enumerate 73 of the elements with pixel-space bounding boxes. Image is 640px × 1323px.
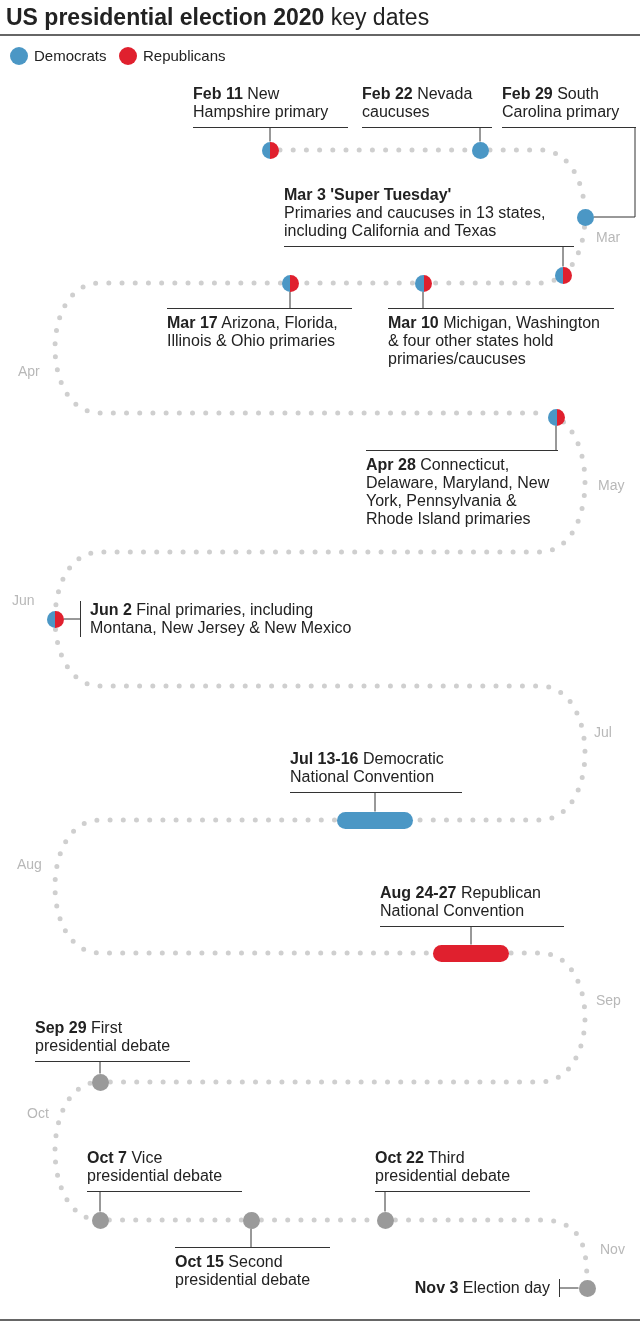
event-marker xyxy=(261,141,279,159)
event-callout xyxy=(362,85,492,128)
event-callout xyxy=(284,186,574,247)
event-marker xyxy=(554,266,572,284)
event-marker xyxy=(281,274,299,292)
event-callout xyxy=(193,85,348,128)
month-label: Sep xyxy=(596,992,621,1008)
event-marker xyxy=(242,1211,260,1229)
event-marker xyxy=(91,1211,109,1229)
leader-line xyxy=(593,127,636,218)
event-text: Aug 24-27 Republican National Convention xyxy=(380,884,542,920)
leader-line xyxy=(374,792,376,812)
event-text: Feb 22 Nevada caucuses xyxy=(362,85,474,121)
event-callout xyxy=(388,308,614,368)
month-label: Oct xyxy=(27,1105,49,1121)
event-callout xyxy=(175,1247,330,1289)
event-text: Jul 13-16 Democratic National Convention xyxy=(290,750,445,786)
event-text: Oct 22 Third presidential debate xyxy=(375,1149,512,1185)
event-marker xyxy=(376,1211,394,1229)
month-label: Jul xyxy=(594,724,612,740)
leader-line xyxy=(562,246,564,267)
event-text: Oct 7 Vice presidential debate xyxy=(87,1149,224,1185)
leader-line xyxy=(99,1061,101,1074)
event-text: Feb 11 New Hampshire primary xyxy=(193,85,330,121)
convention-bar xyxy=(337,811,413,829)
leader-line xyxy=(479,127,481,142)
leader-line xyxy=(555,425,557,451)
month-label: Jun xyxy=(12,592,35,608)
event-callout xyxy=(87,1149,242,1192)
title: US presidential election 2020 key dates xyxy=(6,4,430,31)
month-label: Nov xyxy=(600,1241,625,1257)
dotted-timeline xyxy=(53,626,588,823)
month-label: Apr xyxy=(18,363,40,379)
event-marker xyxy=(547,408,565,426)
leader-line xyxy=(250,1228,252,1248)
event-callout xyxy=(35,1019,190,1062)
event-marker xyxy=(46,610,64,628)
event-text: Sep 29 First presidential debate xyxy=(35,1019,172,1055)
leader-line xyxy=(470,926,472,945)
event-callout xyxy=(290,750,462,793)
event-text: Jun 2 Final primaries, including Montana, New Jersey & New Mexico xyxy=(90,601,353,637)
event-callout xyxy=(375,1149,530,1192)
event-callout xyxy=(167,308,352,350)
event-callout xyxy=(502,85,636,128)
leader-line xyxy=(559,1287,579,1289)
event-text: Oct 15 Second presidential debate xyxy=(175,1253,312,1289)
month-label: May xyxy=(598,477,625,493)
legend-label: Democrats xyxy=(34,47,107,65)
leader-line xyxy=(99,1191,101,1212)
event-marker xyxy=(576,208,594,226)
event-marker xyxy=(471,141,489,159)
leader-line xyxy=(422,291,424,309)
month-label: Mar xyxy=(596,229,621,245)
legend-label: Republicans xyxy=(143,47,226,65)
leader-line xyxy=(269,127,271,142)
event-marker xyxy=(91,1073,109,1091)
dotted-timeline xyxy=(52,1080,93,1221)
leader-line xyxy=(289,291,291,309)
event-text: Primaries and caucuses in 13 states, including California and Texas xyxy=(284,204,547,240)
event-text: Mar 10 Michigan, Washington & four other states hold primaries/caucuses xyxy=(388,314,601,368)
event-text: Mar 17 Arizona, Florida, Illinois & Ohio primaries xyxy=(167,314,339,350)
event-marker xyxy=(578,1279,596,1297)
month-label: Aug xyxy=(17,856,42,872)
event-marker xyxy=(414,274,432,292)
convention-bar xyxy=(433,944,509,962)
event-heading: Mar 3 'Super Tuesday' xyxy=(284,186,453,204)
leader-line xyxy=(63,618,81,620)
dotted-timeline xyxy=(107,950,588,1085)
event-callout xyxy=(380,884,564,927)
event-text: Feb 29 South Carolina primary xyxy=(502,85,621,121)
event-text: Apr 28 Connecticut, Delaware, Maryland, New York, Pennsylvania & Rhode Island primaries xyxy=(366,456,551,528)
event-text: Nov 3 Election day xyxy=(413,1279,550,1297)
leader-line xyxy=(384,1191,386,1212)
